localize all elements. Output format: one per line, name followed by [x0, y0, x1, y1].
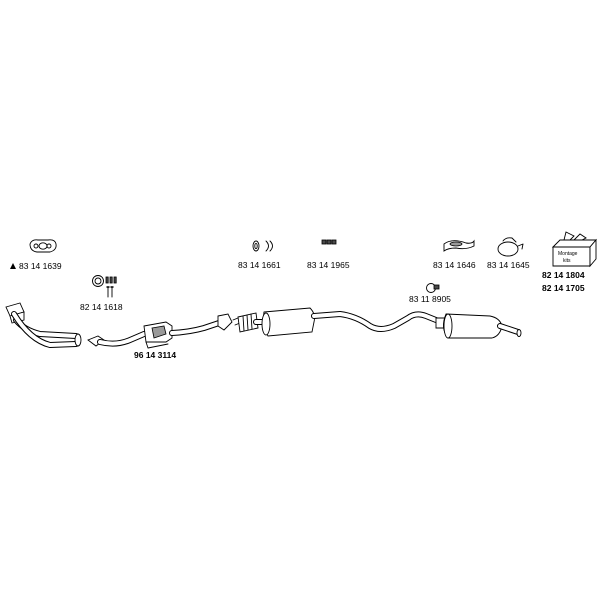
part-label-83141965: 83 14 1965 — [307, 260, 350, 270]
middle-silencer — [253, 307, 315, 337]
bolt-icon — [106, 286, 114, 298]
flange-gasket-icon — [443, 239, 475, 252]
bracket-clip-icon — [321, 239, 337, 245]
rear-silencer — [435, 313, 522, 339]
part-label-96143114: 96 14 3114 — [134, 350, 176, 360]
part-label-82141804: 82 14 1804 — [542, 270, 585, 280]
intermediate-pipe — [87, 331, 147, 347]
hanger-clip-icon — [426, 283, 440, 293]
part-label-83141646: 83 14 1646 — [433, 260, 476, 270]
catalytic-converter — [143, 321, 173, 349]
gasket-icon — [29, 239, 57, 253]
rear-pipe — [311, 311, 439, 332]
part-label-83118905: 83 11 8905 — [409, 294, 451, 304]
front-pipe-manifold — [5, 302, 82, 348]
part-label-83141661: 83 14 1661 — [238, 260, 281, 270]
flex-joint — [237, 312, 259, 333]
svg-text:kits: kits — [563, 258, 571, 264]
warning-triangle-icon — [10, 263, 16, 269]
clamp-icon — [497, 237, 524, 257]
rubber-mount-icon — [252, 240, 273, 252]
clamp-ring-icon — [92, 275, 117, 287]
part-label-82141618: 82 14 1618 — [80, 302, 123, 312]
part-label-83141639: 83 14 1639 — [19, 261, 62, 271]
part-label-82141705: 82 14 1705 — [542, 283, 585, 293]
part-label-83141645: 83 14 1645 — [487, 260, 530, 270]
mounting-kit-box-icon: Montage kits — [551, 231, 597, 268]
svg-text:Montage: Montage — [558, 251, 578, 257]
mid-pipe — [169, 313, 241, 336]
